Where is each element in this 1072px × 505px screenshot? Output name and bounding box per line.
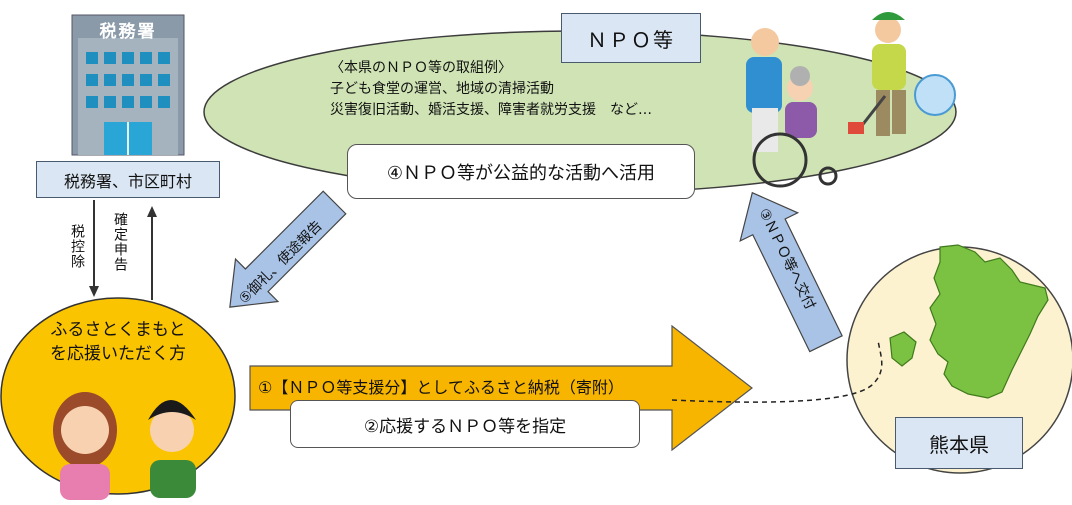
supporters-label-line2: を応援いただく方 <box>50 344 186 364</box>
npo-examples-heading: 〈本県のＮＰＯ等の取組例〉 <box>330 60 512 76</box>
dashed-connector <box>671 339 883 403</box>
npo-title: ＮＰＯ等 <box>587 27 675 52</box>
amakusa-island <box>889 331 917 367</box>
supporters-illustration <box>53 392 196 500</box>
npo-examples-line1: 子ども食堂の運営、地域の清掃活動 <box>330 81 554 97</box>
grant-arrow-shape <box>739 191 843 353</box>
tax-office-building-icon <box>71 14 185 156</box>
tax-deduction-label: 税控除 <box>69 224 85 269</box>
prefecture-label-box: 熊本県 <box>895 417 1023 469</box>
donation-label: ①【ＮＰＯ等支援分】としてふるさと納税（寄附） <box>258 378 624 397</box>
report-arrow-shape <box>229 190 347 308</box>
final-return-label: 確定申告 <box>112 212 128 272</box>
tax-office-label-text: 税務署、市区町村 <box>63 171 192 191</box>
npo-public-use-box: ④ＮＰＯ等が公益的な活動へ活用 <box>347 144 695 199</box>
npo-examples-line2: 災害復旧活動、婚活支援、障害者就労支援 など… <box>330 102 652 118</box>
npo-examples: 〈本県のＮＰＯ等の取組例〉 子ども食堂の運営、地域の清掃活動 災害復旧活動、婚活… <box>330 58 652 121</box>
tax-office-label: 税務署、市区町村 <box>36 161 220 198</box>
supporters-label-line1: ふるさとくまもと <box>50 320 186 340</box>
kumamoto-map <box>929 244 1049 399</box>
supporters-label: ふるさとくまもと を応援いただく方 <box>30 318 206 366</box>
npo-title-box: ＮＰＯ等 <box>561 13 701 63</box>
tax-office-sign: 税務署 <box>99 22 157 42</box>
designate-text: ②応援するＮＰＯ等を指定 <box>363 416 567 437</box>
designate-box: ②応援するＮＰＯ等を指定 <box>290 400 640 448</box>
volunteer-illustration <box>746 12 956 188</box>
prefecture-label: 熊本県 <box>929 432 989 457</box>
npo-public-use-text: ④ＮＰＯ等が公益的な活動へ活用 <box>386 162 656 184</box>
